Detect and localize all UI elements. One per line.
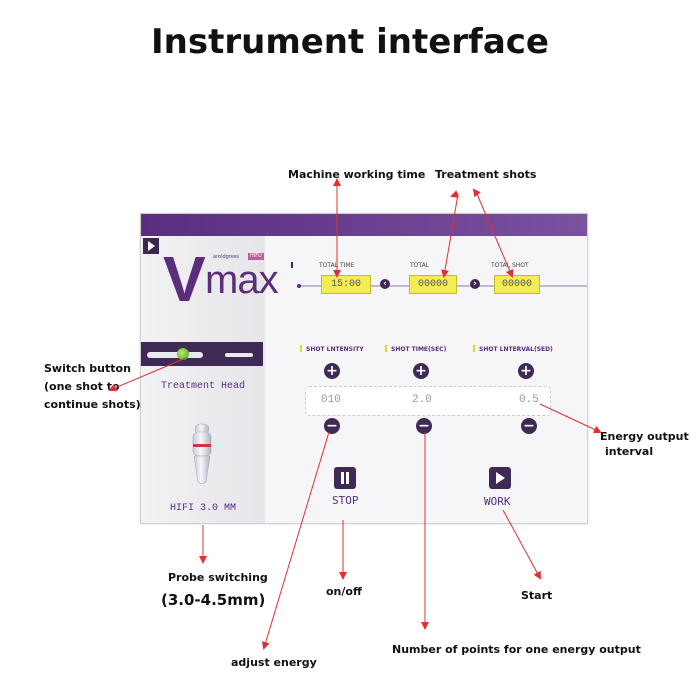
play-icon [148, 241, 155, 251]
callout-machine-working-time: Machine working time [288, 168, 426, 181]
total-label: TOTAL [410, 262, 430, 269]
intensity-minus-button[interactable]: − [324, 418, 340, 434]
logo-badge: HIFU [248, 253, 264, 260]
callout-on-off: on/off [326, 585, 362, 598]
menu-play-button[interactable] [143, 238, 159, 254]
callout-points-per-output: Number of points for one energy output [392, 643, 641, 656]
pause-icon [341, 472, 349, 484]
intensity-plus-button[interactable]: + [324, 363, 340, 379]
callout-probe-range: (3.0-4.5mm) [161, 591, 266, 609]
shot-time-value[interactable]: 2.0 [412, 394, 432, 406]
top-bar [141, 214, 587, 236]
total-time-label: TOTAL TIME [319, 262, 355, 269]
shot-time-minus-button[interactable]: − [416, 418, 432, 434]
param-marker [385, 345, 387, 352]
callout-energy-interval-line-1: Energy output [600, 430, 689, 443]
total-display: 00000 [409, 275, 457, 294]
callout-treatment-shots: Treatment shots [435, 168, 537, 181]
prev-counter-button[interactable]: ‹ [380, 279, 390, 289]
device-screen: V max aroldgress HIFU Treatment Head HIF… [140, 213, 588, 524]
callout-probe-switching: Probe switching [168, 571, 268, 584]
total-shot-label: TOTAL SHOT [491, 262, 529, 269]
arrow-head-up-3 [472, 188, 481, 198]
callout-switch-line-2: (one shot to [44, 380, 120, 393]
shot-intensity-label: SHOT LNTENSITY [306, 346, 364, 353]
intensity-value[interactable]: 010 [321, 394, 341, 406]
logo-subtext: aroldgress [213, 254, 240, 260]
callout-start: Start [521, 589, 553, 602]
work-label: WORK [484, 495, 511, 508]
logo-word: max [205, 258, 279, 302]
stop-button[interactable] [334, 467, 356, 489]
param-marker [473, 345, 475, 352]
param-marker [300, 345, 302, 352]
next-counter-button[interactable]: › [470, 279, 480, 289]
probe-icon[interactable] [187, 422, 217, 486]
interval-plus-button[interactable]: + [518, 363, 534, 379]
callout-switch-line-3: continue shots) [44, 398, 141, 411]
play-icon [496, 472, 505, 484]
logo-letter: V [163, 243, 206, 315]
parameter-values-box [305, 386, 551, 416]
shot-time-label: SHOT TIME(SEC) [391, 346, 447, 353]
total-shot-display: 00000 [494, 275, 540, 294]
arrow-head-up-1 [450, 190, 459, 198]
total-time-display: 15:00 [321, 275, 371, 294]
interval-value[interactable]: 0.5 [519, 394, 539, 406]
probe-size-label: HIFI 3.0 MM [169, 503, 236, 514]
callout-energy-interval-line-2: interval [605, 445, 654, 458]
treatment-head-label: Treatment Head [160, 381, 245, 392]
callout-adjust-energy: adjust energy [231, 656, 317, 669]
page-title: Instrument interface [151, 22, 549, 62]
interval-minus-button[interactable]: − [521, 418, 537, 434]
shot-time-plus-button[interactable]: + [413, 363, 429, 379]
stop-label: STOP [332, 494, 359, 507]
switch-track[interactable] [147, 352, 203, 358]
switch-dash [225, 353, 253, 357]
work-button[interactable] [489, 467, 511, 489]
shot-interval-label: SHOT LNTERVAL(SED) [479, 346, 553, 353]
switch-knob[interactable] [177, 348, 189, 360]
callout-switch-line-1: Switch button [44, 362, 131, 375]
